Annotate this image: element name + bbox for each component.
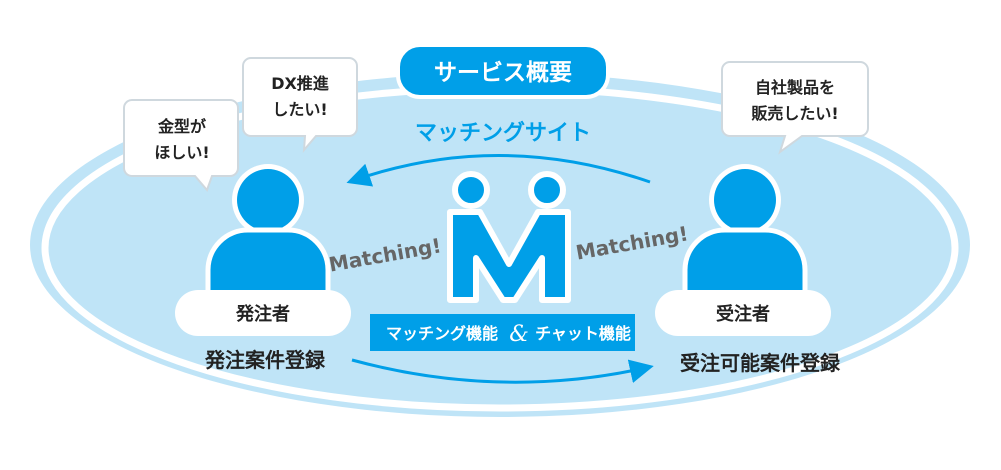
orderer-label-pill bbox=[175, 290, 351, 336]
site-label: マッチングサイト bbox=[415, 120, 591, 146]
orderer-action: 発注案件登録 bbox=[204, 348, 326, 372]
feature-ampersand: & bbox=[509, 322, 529, 347]
contractor-action: 受注可能案件登録 bbox=[680, 351, 841, 375]
feature-chat: チャット機能 bbox=[535, 324, 631, 343]
svg-text:DX推進: DX推進 bbox=[271, 74, 329, 93]
contractor-person-icon bbox=[682, 164, 808, 303]
contractor-label: 受注者 bbox=[716, 303, 770, 325]
feature-matching: マッチング機能 bbox=[386, 324, 498, 343]
svg-text:販売したい!: 販売したい! bbox=[751, 104, 838, 123]
speech-bubble-dx: DX推進 したい! bbox=[242, 57, 358, 153]
orderer-label: 発注者 bbox=[235, 303, 290, 325]
arrow-to-contractor bbox=[351, 358, 654, 384]
speech-bubble-kanagata: 金型が ほしい! bbox=[123, 99, 239, 192]
orderer-person-icon bbox=[205, 164, 331, 303]
svg-text:自社製品を: 自社製品を bbox=[755, 78, 835, 97]
features-band bbox=[370, 314, 635, 351]
contractor-label-pill bbox=[655, 290, 831, 336]
svg-text:金型が: 金型が bbox=[157, 117, 206, 136]
matching-m-logo bbox=[447, 171, 571, 303]
arrow-to-orderer bbox=[346, 154, 651, 187]
svg-text:ほしい!: ほしい! bbox=[154, 143, 209, 162]
title-text: サービス概要 bbox=[434, 60, 572, 86]
speech-bubble-jisha: 自社製品を 販売したい! bbox=[721, 61, 869, 155]
title-pill bbox=[396, 43, 610, 99]
svg-text:したい!: したい! bbox=[272, 100, 327, 119]
